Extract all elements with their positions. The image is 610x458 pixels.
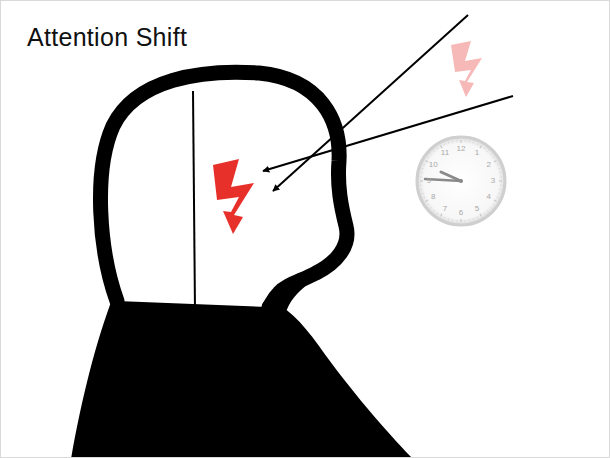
clock-tick bbox=[428, 204, 429, 206]
clock-number: 6 bbox=[453, 207, 469, 219]
clock-tick bbox=[444, 217, 446, 218]
clock-tick bbox=[473, 219, 474, 220]
clock-ticks bbox=[420, 140, 502, 222]
clock-tick bbox=[480, 214, 482, 217]
clock-tick bbox=[480, 145, 482, 148]
head-outline bbox=[101, 72, 347, 307]
clock-number: 4 bbox=[481, 191, 497, 203]
clock-tick bbox=[420, 185, 421, 186]
clock-tick bbox=[421, 172, 422, 173]
clock-tick bbox=[469, 220, 470, 221]
clock-tick bbox=[460, 140, 461, 143]
clock-tick bbox=[500, 185, 501, 186]
clock-tick bbox=[452, 220, 453, 221]
clock-tick bbox=[469, 141, 470, 142]
clock-tick bbox=[497, 164, 498, 166]
clock-tick bbox=[431, 154, 432, 155]
clock-tick bbox=[500, 172, 501, 173]
clock-tick bbox=[487, 151, 488, 152]
clock-tick bbox=[441, 145, 443, 148]
clock-tick bbox=[460, 219, 461, 222]
clock-tick bbox=[494, 161, 497, 163]
clock-tick bbox=[473, 142, 474, 143]
clock-tick bbox=[477, 144, 479, 145]
clock-tick bbox=[484, 213, 486, 214]
clock-tick bbox=[490, 207, 491, 208]
clock-tick bbox=[421, 189, 422, 190]
clock-tick bbox=[422, 168, 423, 169]
clock-tick bbox=[499, 180, 502, 181]
clock-number: 12 bbox=[453, 143, 469, 155]
clock-tick bbox=[487, 210, 488, 211]
body-silhouette bbox=[71, 297, 413, 458]
clock-tick bbox=[456, 220, 457, 221]
lightning-bolt bbox=[213, 159, 254, 234]
clock-number: 2 bbox=[481, 159, 497, 171]
clock-tick bbox=[500, 176, 501, 177]
clock-number: 8 bbox=[425, 191, 441, 203]
clock-number: 5 bbox=[469, 203, 485, 215]
divider-line bbox=[193, 91, 195, 311]
clock-tick bbox=[452, 141, 453, 142]
clock-tick bbox=[424, 164, 425, 166]
clock-tick bbox=[499, 168, 500, 169]
clock-tick bbox=[428, 156, 429, 158]
clock-number: 7 bbox=[437, 203, 453, 215]
clock-tick bbox=[420, 180, 423, 181]
clock-tick bbox=[434, 151, 435, 152]
clock-tick bbox=[494, 200, 497, 202]
clock-tick bbox=[420, 176, 421, 177]
clock-tick bbox=[444, 144, 446, 145]
slide-title: Attention Shift bbox=[27, 23, 187, 52]
clock-tick bbox=[497, 197, 498, 199]
clock-tick bbox=[448, 142, 449, 143]
clock-number: 3 bbox=[485, 175, 501, 187]
clock-tick bbox=[424, 197, 425, 199]
clock-tick bbox=[456, 140, 457, 141]
clock-number: 11 bbox=[437, 147, 453, 159]
clock-tick bbox=[499, 193, 500, 194]
clock-pin bbox=[459, 179, 463, 183]
clock-tick bbox=[465, 220, 466, 221]
clock-tick bbox=[493, 204, 494, 206]
clock-face bbox=[417, 137, 505, 225]
clock-tick bbox=[422, 193, 423, 194]
clock-tick bbox=[493, 156, 494, 158]
clock-tick bbox=[425, 200, 428, 202]
clock-tick bbox=[425, 161, 428, 163]
clock-number: 9 bbox=[421, 175, 437, 187]
clock-tick bbox=[431, 207, 432, 208]
neck-shape bbox=[263, 283, 309, 315]
clock-tick bbox=[448, 219, 449, 220]
clock-number: 1 bbox=[469, 147, 485, 159]
clock-tick bbox=[477, 217, 479, 218]
faded-lightning-bolt bbox=[451, 41, 482, 97]
clock-tick bbox=[500, 189, 501, 190]
clock-tick bbox=[465, 140, 466, 141]
clock-tick bbox=[484, 148, 486, 149]
clock-hand bbox=[441, 172, 461, 181]
clock-tick bbox=[436, 213, 438, 214]
clock-tick bbox=[441, 214, 443, 217]
clock-tick bbox=[436, 148, 438, 149]
clock-tick bbox=[490, 154, 491, 155]
clock-tick bbox=[434, 210, 435, 211]
clock-number: 10 bbox=[425, 159, 441, 171]
